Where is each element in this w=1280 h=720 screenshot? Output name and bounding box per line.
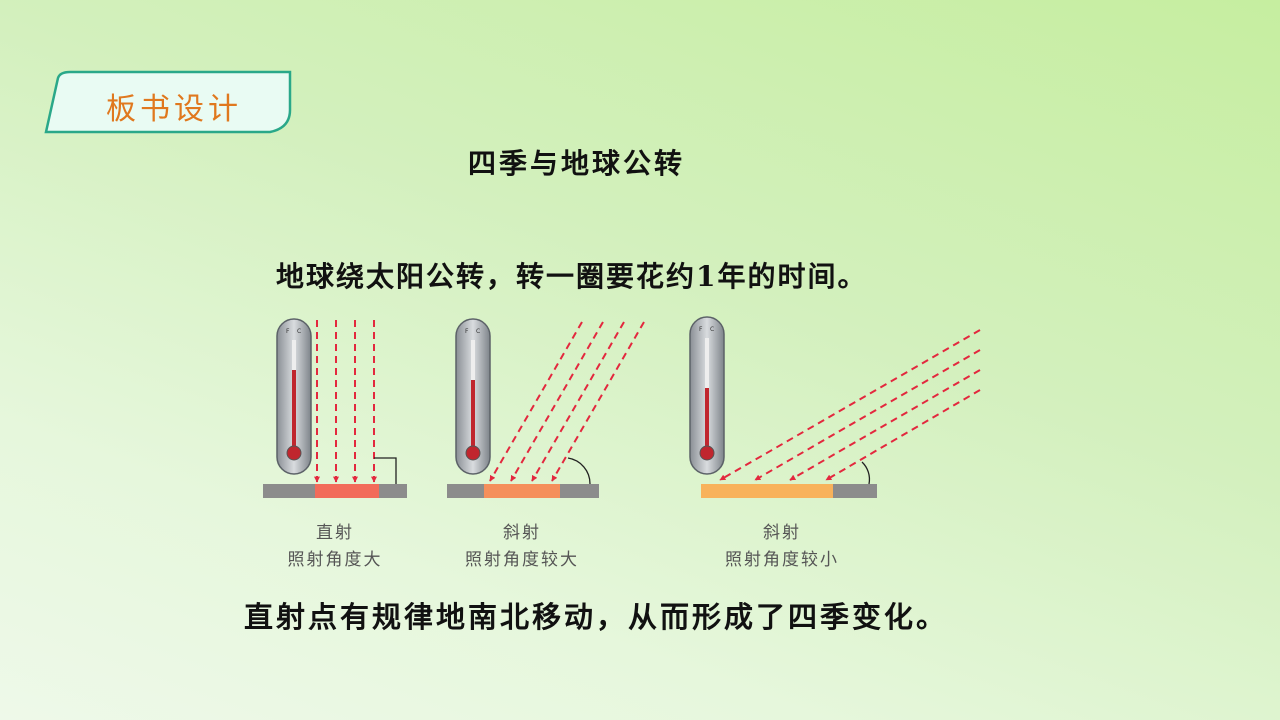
page-title: 四季与地球公转 (468, 147, 686, 180)
caption-angle: 照射角度较大 (465, 550, 579, 570)
thermometer-1: F C (276, 318, 312, 475)
caption-type: 斜射 (503, 523, 541, 543)
caption-angle: 照射角度大 (287, 550, 383, 570)
thermo-label-c: C (476, 328, 480, 335)
sun-rays-1 (314, 320, 377, 483)
thermo-label-c: C (297, 328, 301, 335)
thermometer-2: F C (455, 318, 491, 475)
thermo-label-c: C (710, 326, 714, 333)
tag-label: 板书设计 (106, 92, 242, 127)
thermo-label-f: F (465, 328, 469, 335)
thermometer-3: F C (689, 316, 725, 475)
panel-oblique-small: F C (689, 316, 981, 498)
statement-seasons: 直射点有规律地南北移动，从而形成了四季变化。 (244, 600, 949, 634)
tag-shape (44, 70, 292, 134)
sun-rays-2 (489, 321, 645, 482)
heated-area-1 (315, 484, 379, 498)
caption-angle: 照射角度较小 (725, 550, 839, 570)
caption-type: 直射 (316, 523, 354, 543)
statement-orbit: 地球绕太阳公转，转一圈要花约1年的时间。 (276, 260, 868, 293)
caption-direct: 直射 照射角度大 (255, 520, 415, 574)
caption-oblique-small: 斜射 照射角度较小 (702, 520, 862, 574)
thermo-label-f: F (699, 326, 703, 333)
caption-oblique-large: 斜射 照射角度较大 (442, 520, 602, 574)
caption-type: 斜射 (763, 523, 801, 543)
sun-rays-3 (719, 329, 981, 481)
angle-arc-2 (567, 457, 591, 485)
thermo-label-f: F (286, 328, 290, 335)
section-tag: 板书设计 (44, 70, 294, 134)
panel-oblique-large: F C (447, 318, 645, 498)
right-angle-mark (374, 457, 397, 484)
panel-direct: F C (263, 318, 407, 498)
heated-area-2 (484, 484, 560, 498)
angle-arc-3 (861, 461, 871, 485)
heated-area-3 (701, 484, 833, 498)
